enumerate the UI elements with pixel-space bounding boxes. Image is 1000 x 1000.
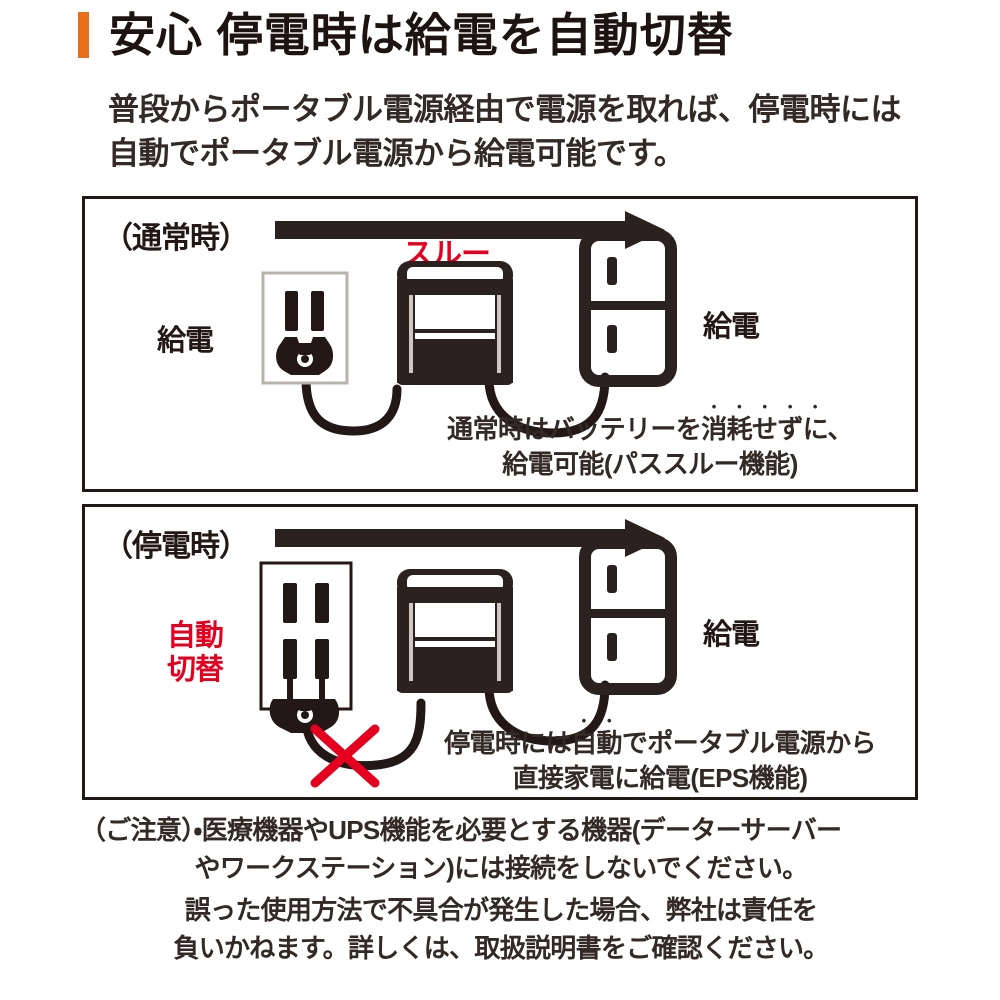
- caption-outage-line2: 直接家電に給電(EPS機能): [512, 763, 809, 794]
- caption-normal-line1-emph: 消耗せずに: [701, 414, 828, 444]
- caption-outage: 停電時には自動でポータブル電源から 直接家電に給電(EPS機能): [415, 713, 905, 797]
- caption-outage-line1-post: でポータブル電源から: [621, 728, 877, 758]
- note-caution-line1: （ご注意）・医療機器やUPS機能を必要とする機器(データーサーバー: [80, 815, 842, 845]
- caption-normal-line1-post: 、: [827, 414, 853, 444]
- title-accent-bar: [78, 12, 89, 58]
- flow-arrow-icon: [275, 519, 665, 557]
- refrigerator-icon: [579, 229, 677, 387]
- footer-notes: （ご注意）・医療機器やUPS機能を必要とする機器(データーサーバー やワークステ…: [80, 812, 922, 968]
- scene-normal: [261, 229, 677, 438]
- caption-normal: 通常時はバッテリーを消耗せずに、 給電可能(パススルー機能): [415, 399, 885, 483]
- caption-normal-line1-pre: 通常時はバッテリーを: [447, 414, 702, 444]
- lead-paragraph: 普段からポータブル電源経由で電源を取れば、停電時には自動でポータブル電源から給電…: [108, 92, 902, 172]
- note-liability-line1: 誤った使用方法で不具合が発生した場合、弊社は責任を: [184, 894, 818, 925]
- caption-outage-line1-pre: 停電時には: [444, 728, 572, 758]
- caption-outage-line1-emph: 自動: [571, 728, 622, 758]
- portable-power-station-icon: [397, 569, 513, 693]
- refrigerator-icon: [579, 537, 677, 695]
- scene-outage: [259, 537, 677, 788]
- supply-label-right: 給電: [703, 311, 760, 343]
- note-caution: （ご注意）・医療機器やUPS機能を必要とする機器(データーサーバー やワークステ…: [80, 812, 922, 888]
- cut-mark-icon: [310, 724, 380, 788]
- wall-outlet-unplugged-icon: [259, 561, 353, 711]
- auto-switch-line2: 切替: [167, 654, 224, 687]
- panel-normal-label: （通常時）: [103, 222, 249, 255]
- auto-switch-line1: 自動: [167, 620, 224, 652]
- power-plug-icon: [269, 699, 340, 733]
- panel-normal-mode: （通常時） スルー 給電 給電: [82, 196, 918, 492]
- supply-label-right: 給電: [703, 619, 760, 651]
- note-liability-line2: 負いかねます。詳しくは、取扱説明書をご確認ください。: [173, 932, 829, 963]
- portable-power-station-icon: [397, 261, 513, 385]
- panel-outage-mode: （停電時） 自動 切替 給電: [82, 504, 918, 800]
- power-plug-icon: [276, 337, 334, 375]
- page-title: 安心 停電時は給電を自動切替: [109, 9, 734, 61]
- auto-switch-label: 自動 切替: [167, 619, 224, 687]
- note-liability: 誤った使用方法で不具合が発生した場合、弊社は責任を 負いかねます。詳しくは、取扱…: [80, 892, 922, 968]
- supply-label-left: 給電: [157, 325, 214, 357]
- panel-outage-label: （停電時）: [103, 530, 249, 563]
- page-title-row: 安心 停電時は給電を自動切替: [78, 12, 734, 58]
- note-caution-line2: やワークステーション)には接続をしないでください。: [194, 852, 808, 883]
- flow-arrow-icon: [275, 211, 665, 249]
- caption-normal-line2: 給電可能(パススルー機能): [502, 449, 798, 480]
